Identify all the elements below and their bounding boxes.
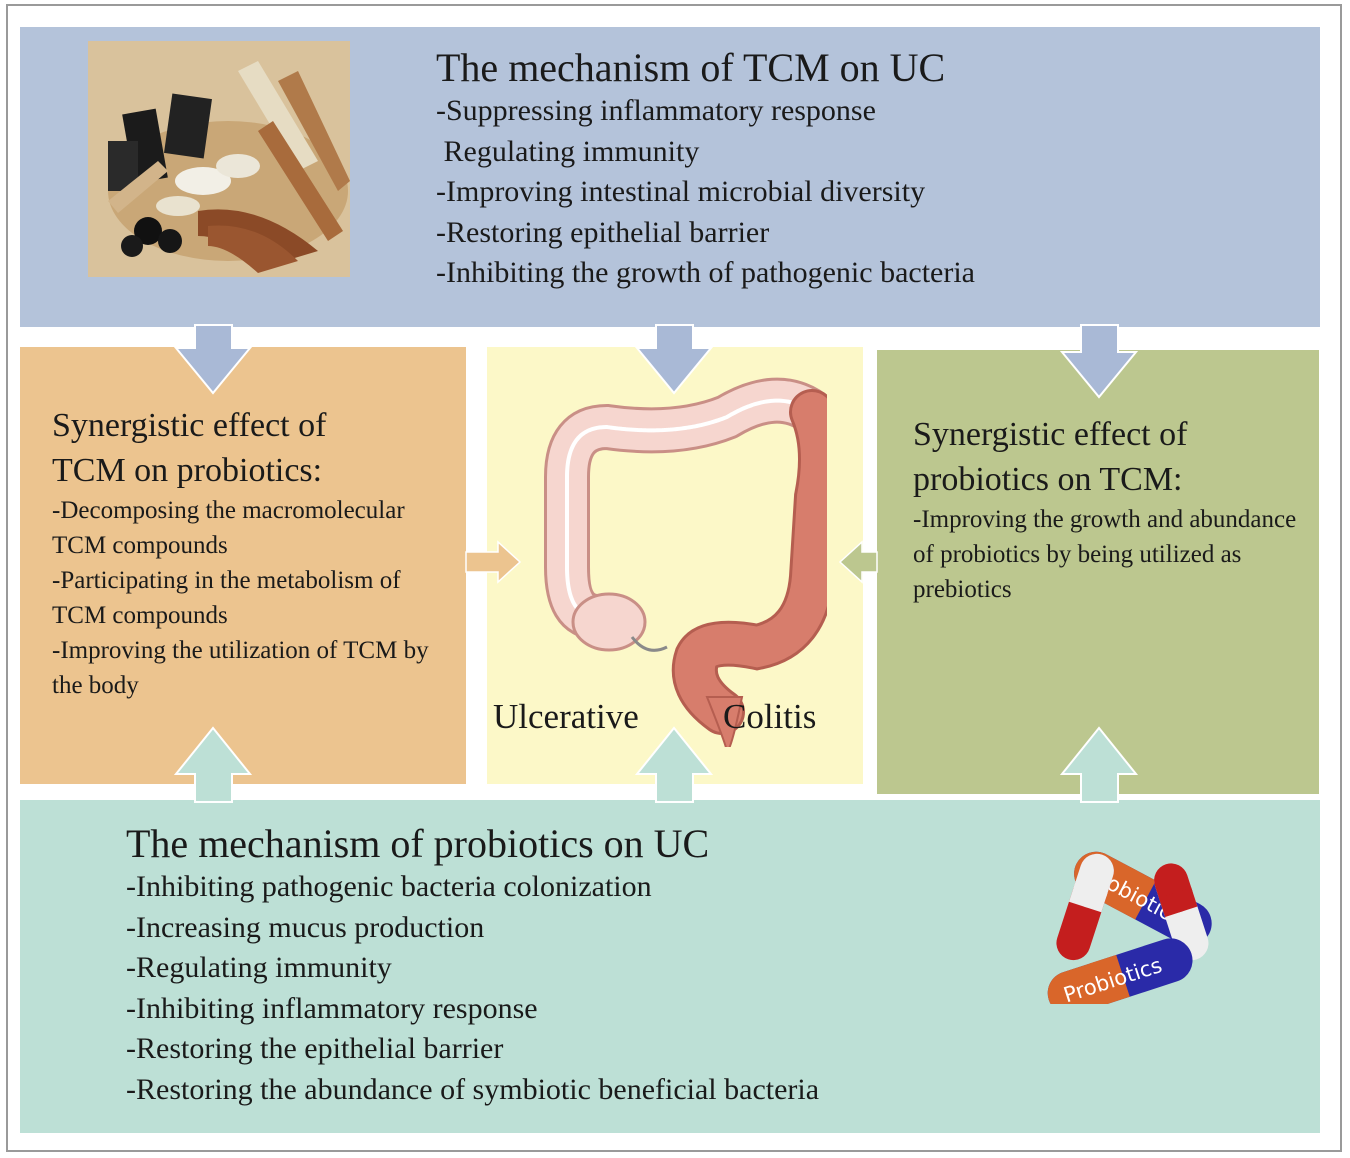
list-item: -Increasing mucus production	[126, 910, 485, 944]
colon-illustration	[544, 377, 827, 747]
probiotics-on-tcm-list: -Improving the growth and abundance of p…	[913, 502, 1313, 607]
colitis-label: Colitis	[723, 697, 817, 736]
tcm-mechanism-text: The mechanism of TCM on UC -Suppressing …	[436, 45, 975, 294]
capsule-right	[1154, 863, 1209, 961]
probiotics-on-tcm-panel: Synergistic effect of probiotics on TCM:…	[877, 350, 1319, 794]
ulcerative-colitis-panel: Ulcerative Colitis	[487, 347, 863, 784]
list-item: Regulating immunity	[436, 134, 700, 168]
list-item: -Improving intestinal microbial diversit…	[436, 175, 926, 208]
probiotics-on-tcm-text: Synergistic effect of probiotics on TCM:…	[913, 412, 1313, 607]
list-item: -Regulating immunity	[126, 951, 392, 984]
herbs-photo	[88, 41, 350, 277]
probiotics-mechanism-title: The mechanism of probiotics on UC	[126, 821, 710, 866]
figure-frame	[6, 4, 1342, 1152]
list-item: -Inhibiting the growth of pathogenic bac…	[436, 256, 975, 289]
list-item: -Restoring epithelial barrier	[436, 215, 770, 249]
capsule-bottom: Probiotics	[1047, 938, 1193, 1004]
probiotics-on-tcm-title-line2: probiotics on TCM:	[913, 461, 1183, 498]
probiotics-mechanism-text: The mechanism of probiotics on UC -Inhib…	[126, 821, 819, 1110]
tcm-on-probiotics-list: -Decomposing the macromolecular TCM comp…	[52, 493, 452, 703]
probiotics-on-tcm-title-line1: Synergistic effect of	[913, 416, 1188, 453]
tcm-on-probiotics-panel: Synergistic effect of TCM on probiotics:…	[20, 347, 466, 784]
tcm-mechanism-title: The mechanism of TCM on UC	[436, 45, 946, 90]
list-item: -Inhibiting pathogenic bacteria coloniza…	[126, 870, 652, 903]
list-item: -Restoring the epithelial barrier	[126, 1032, 504, 1065]
list-item: -Restoring the abundance of symbiotic be…	[126, 1072, 820, 1106]
list-item: -Suppressing inflammatory response	[436, 94, 876, 127]
probiotics-mechanism-panel: The mechanism of probiotics on UC -Inhib…	[20, 800, 1320, 1133]
tcm-on-probiotics-title-line2: TCM on probiotics:	[52, 452, 323, 489]
ulcerative-label: Ulcerative	[493, 697, 639, 736]
probiotics-mechanism-list: -Inhibiting pathogenic bacteria coloniza…	[126, 867, 819, 1110]
tcm-mechanism-panel: The mechanism of TCM on UC -Suppressing …	[20, 27, 1320, 327]
list-item: -Improving the utilization of TCM by the…	[52, 637, 429, 699]
tcm-on-probiotics-text: Synergistic effect of TCM on probiotics:…	[52, 403, 452, 703]
probiotics-capsules-illustration: Probiotics Probiotics	[1047, 851, 1212, 1004]
tcm-mechanism-list: -Suppressing inflammatory response Regul…	[436, 91, 975, 294]
list-item: -Participating in the metabolism of TCM …	[52, 567, 401, 629]
list-item: -Improving the growth and abundance of p…	[913, 506, 1297, 603]
tcm-on-probiotics-title-line1: Synergistic effect of	[52, 407, 327, 444]
capsule-left	[1056, 853, 1114, 961]
list-item: -Inhibiting inflammatory response	[126, 991, 538, 1025]
list-item: -Decomposing the macromolecular TCM comp…	[52, 497, 405, 559]
